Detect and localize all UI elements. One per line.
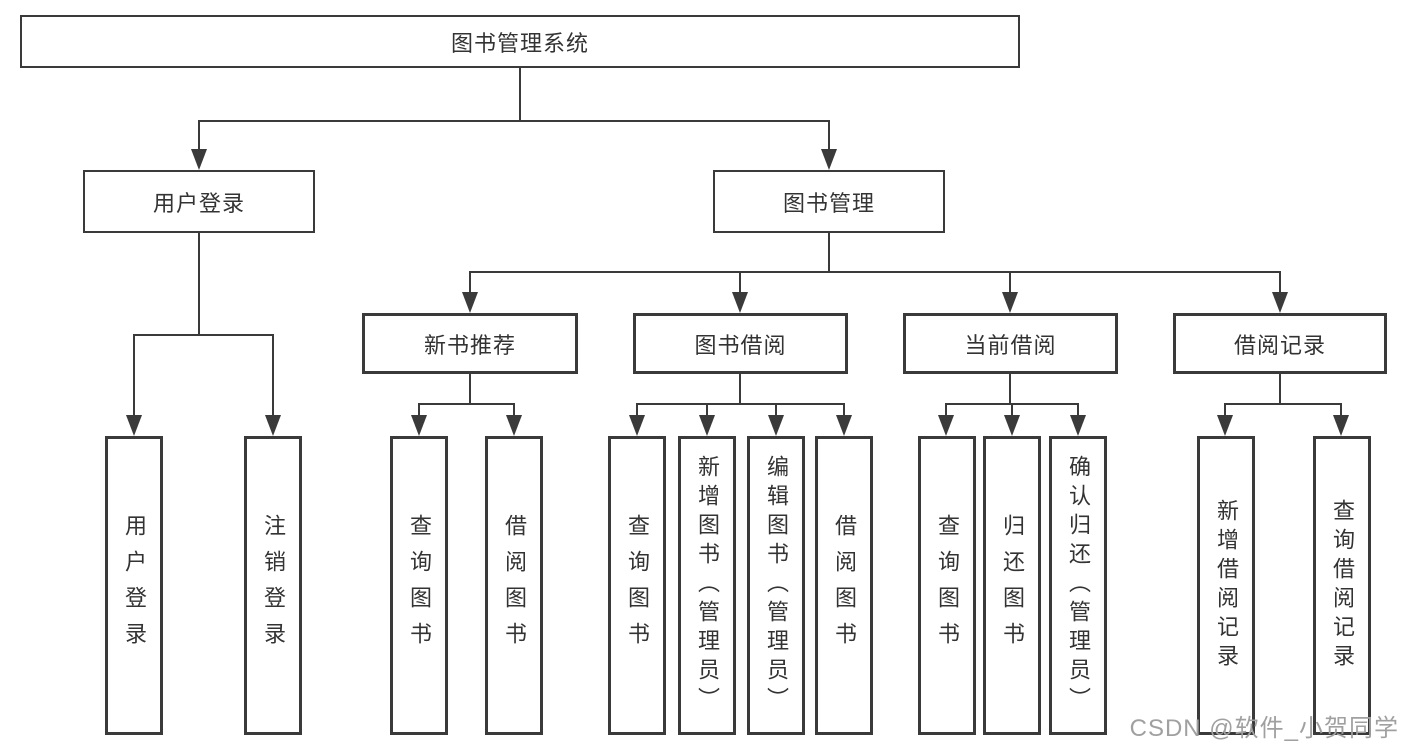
- leaf-query-books-recommend: 查询图书: [390, 436, 448, 735]
- leaf-label: 编辑图书（管理员）: [764, 455, 789, 716]
- leaf-borrow-books-recommend: 借阅图书: [485, 436, 543, 735]
- node-user-login: 用户登录: [83, 170, 315, 233]
- leaf-label: 借阅图书: [502, 513, 527, 658]
- leaf-user-login: 用户登录: [105, 436, 163, 735]
- node-label: 用户登录: [152, 190, 245, 216]
- leaf-label: 注销登录: [261, 513, 286, 658]
- leaf-edit-books-admin: 编辑图书（管理员）: [747, 436, 805, 735]
- leaf-confirm-return-admin: 确认归还（管理员）: [1049, 436, 1107, 735]
- leaf-logout: 注销登录: [244, 436, 302, 735]
- leaf-label: 查询图书: [407, 513, 432, 658]
- leaf-label: 查询图书: [625, 513, 650, 658]
- leaf-label: 用户登录: [122, 513, 147, 658]
- leaf-return-books: 归还图书: [983, 436, 1041, 735]
- leaf-borrow-books: 借阅图书: [815, 436, 873, 735]
- node-label: 图书管理系统: [450, 30, 589, 56]
- node-label: 当前借阅: [964, 332, 1057, 358]
- node-label: 借阅记录: [1233, 332, 1326, 358]
- leaf-query-books-borrow: 查询图书: [608, 436, 666, 735]
- leaf-label: 查询图书: [935, 513, 960, 658]
- node-current-borrow: 当前借阅: [903, 313, 1118, 374]
- leaf-label: 确认归还（管理员）: [1066, 455, 1091, 716]
- leaf-label: 借阅图书: [832, 513, 857, 658]
- leaf-label: 新增借阅记录: [1214, 498, 1239, 673]
- leaf-label: 归还图书: [1000, 513, 1025, 658]
- leaf-label: 查询借阅记录: [1330, 498, 1355, 673]
- node-library-management-system: 图书管理系统: [20, 15, 1020, 68]
- node-borrow-records: 借阅记录: [1173, 313, 1387, 374]
- leaf-query-books-current: 查询图书: [918, 436, 976, 735]
- leaf-add-books-admin: 新增图书（管理员）: [678, 436, 736, 735]
- leaf-add-borrow-record: 新增借阅记录: [1197, 436, 1255, 735]
- node-new-book-recommend: 新书推荐: [362, 313, 578, 374]
- node-label: 新书推荐: [423, 332, 516, 358]
- node-label: 图书借阅: [694, 332, 787, 358]
- node-book-borrow: 图书借阅: [633, 313, 848, 374]
- node-book-management: 图书管理: [713, 170, 945, 233]
- leaf-label: 新增图书（管理员）: [695, 455, 720, 716]
- node-label: 图书管理: [782, 190, 875, 216]
- csdn-watermark: CSDN @软件_小贺同学: [1129, 715, 1399, 742]
- leaf-query-borrow-record: 查询借阅记录: [1313, 436, 1371, 735]
